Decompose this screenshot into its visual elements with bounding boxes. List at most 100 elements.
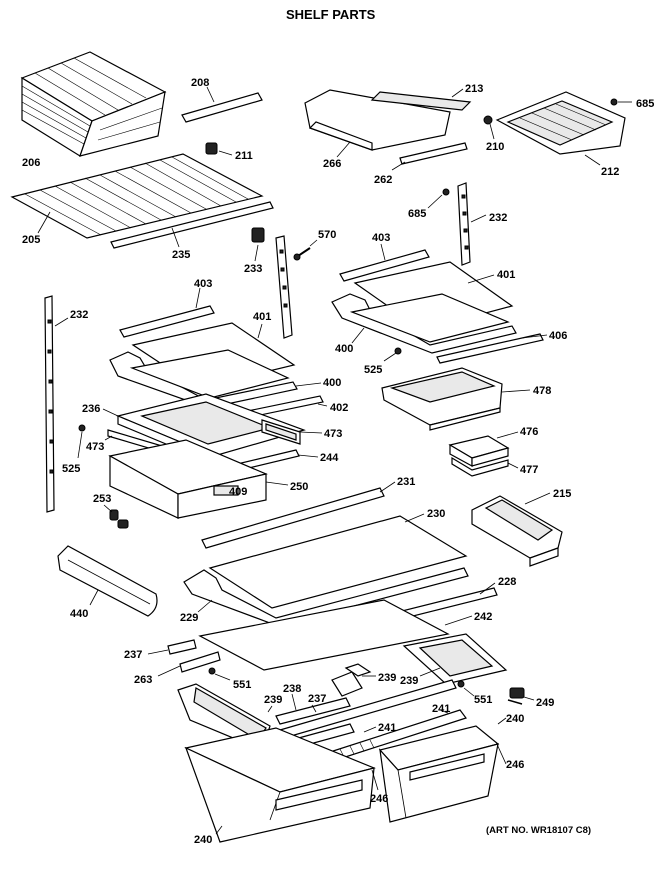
callout-406: 406	[549, 330, 567, 342]
glass-shelf-242	[198, 599, 450, 671]
callout-241-right: 241	[432, 703, 450, 715]
callout-212: 212	[601, 166, 619, 178]
callout-250: 250	[290, 481, 308, 493]
callout-232-right: 232	[489, 212, 507, 224]
callout-211: 211	[235, 150, 253, 162]
callout-244: 244	[320, 452, 339, 464]
callout-473-right: 473	[324, 428, 342, 440]
diagram-title: SHELF PARTS	[286, 7, 376, 22]
callout-403-left: 403	[194, 278, 212, 290]
callout-229: 229	[180, 612, 198, 624]
drawer-478	[381, 367, 503, 431]
callout-237-left: 237	[124, 649, 142, 661]
callout-233: 233	[244, 263, 262, 275]
callout-239-center: 239	[378, 672, 396, 684]
callout-685-mid: 685	[408, 208, 426, 220]
shelf-frame-400-right	[331, 293, 517, 354]
wire-basket-206	[20, 51, 167, 157]
trim-231	[201, 487, 385, 549]
screw-570	[293, 247, 311, 261]
slide-473-right	[261, 419, 301, 445]
shelf-frame-229	[183, 567, 469, 627]
callout-440: 440	[70, 608, 88, 620]
callout-525-left: 525	[62, 463, 80, 475]
callout-240-right: 240	[506, 713, 524, 725]
callout-266: 266	[323, 158, 341, 170]
callout-476: 476	[520, 426, 538, 438]
callout-228: 228	[498, 576, 516, 588]
callout-253: 253	[93, 493, 111, 505]
screw-685-mid	[442, 188, 450, 196]
callout-403-right: 403	[372, 232, 390, 244]
bracket-249	[507, 687, 525, 705]
callout-249: 249	[536, 697, 554, 709]
strip-262	[399, 142, 468, 165]
rail-208	[181, 92, 263, 123]
knob-210	[483, 115, 493, 125]
callout-402: 402	[330, 402, 348, 414]
shelf-frame-400-left	[109, 349, 298, 409]
callout-262: 262	[374, 174, 392, 186]
callout-206: 206	[22, 157, 40, 169]
screw-551-left	[208, 667, 216, 675]
rail-232-center	[275, 235, 293, 339]
slide-239-right	[402, 633, 508, 685]
art-number: (ART NO. WR18107 C8)	[486, 825, 591, 836]
strip-263	[179, 651, 221, 673]
crisper-240-left	[184, 727, 376, 843]
callout-205: 205	[22, 234, 40, 246]
callout-400-left: 400	[323, 377, 341, 389]
callout-236: 236	[82, 403, 100, 415]
bin-476	[448, 435, 510, 468]
callout-242: 242	[474, 611, 492, 623]
callout-241-left: 241	[378, 722, 396, 734]
callout-235: 235	[172, 249, 190, 261]
callout-570: 570	[318, 229, 336, 241]
callout-230: 230	[427, 508, 445, 520]
bin-477	[451, 456, 509, 477]
drawer-266	[304, 89, 472, 151]
callout-478: 478	[533, 385, 551, 397]
tray-212	[495, 91, 626, 155]
callout-238: 238	[283, 683, 301, 695]
callout-232-left: 232	[70, 309, 88, 321]
crisper-240-right	[378, 725, 500, 823]
callout-401-left: 401	[253, 311, 271, 323]
slide-237-left	[167, 639, 197, 655]
bin-215	[471, 495, 563, 567]
rail-232-left	[44, 295, 55, 513]
callout-215: 215	[553, 488, 571, 500]
callout-477: 477	[520, 464, 538, 476]
callout-208: 208	[191, 77, 209, 89]
callout-210: 210	[486, 141, 504, 153]
rail-232-right	[457, 182, 471, 266]
clip-211	[205, 142, 218, 155]
callout-401-right: 401	[497, 269, 515, 281]
pan-250	[108, 439, 268, 519]
trim-406	[436, 333, 544, 364]
trim-403-right	[339, 249, 430, 282]
callout-231: 231	[397, 476, 415, 488]
cover-440	[57, 545, 158, 617]
clip-233	[251, 227, 265, 243]
callout-263: 263	[134, 674, 152, 686]
callout-409: 409	[229, 486, 247, 498]
screw-685-top	[610, 98, 618, 106]
screw-525-left	[78, 424, 86, 432]
glass-shelf-230	[208, 515, 468, 609]
callout-525-right: 525	[364, 364, 382, 376]
callout-685-top: 685	[636, 98, 654, 110]
trim-235	[110, 201, 274, 249]
slide-239-center	[331, 663, 372, 697]
callout-213: 213	[465, 83, 483, 95]
trim-403-left	[119, 305, 215, 338]
callout-246-left: 246	[370, 793, 388, 805]
wire-shelf-205	[10, 153, 264, 239]
slide-238	[275, 697, 351, 725]
callout-551-right: 551	[474, 694, 492, 706]
callout-239-right: 239	[400, 675, 418, 687]
callout-239-left: 239	[264, 694, 282, 706]
callout-473-left: 473	[86, 441, 104, 453]
screw-551-right	[457, 680, 465, 688]
